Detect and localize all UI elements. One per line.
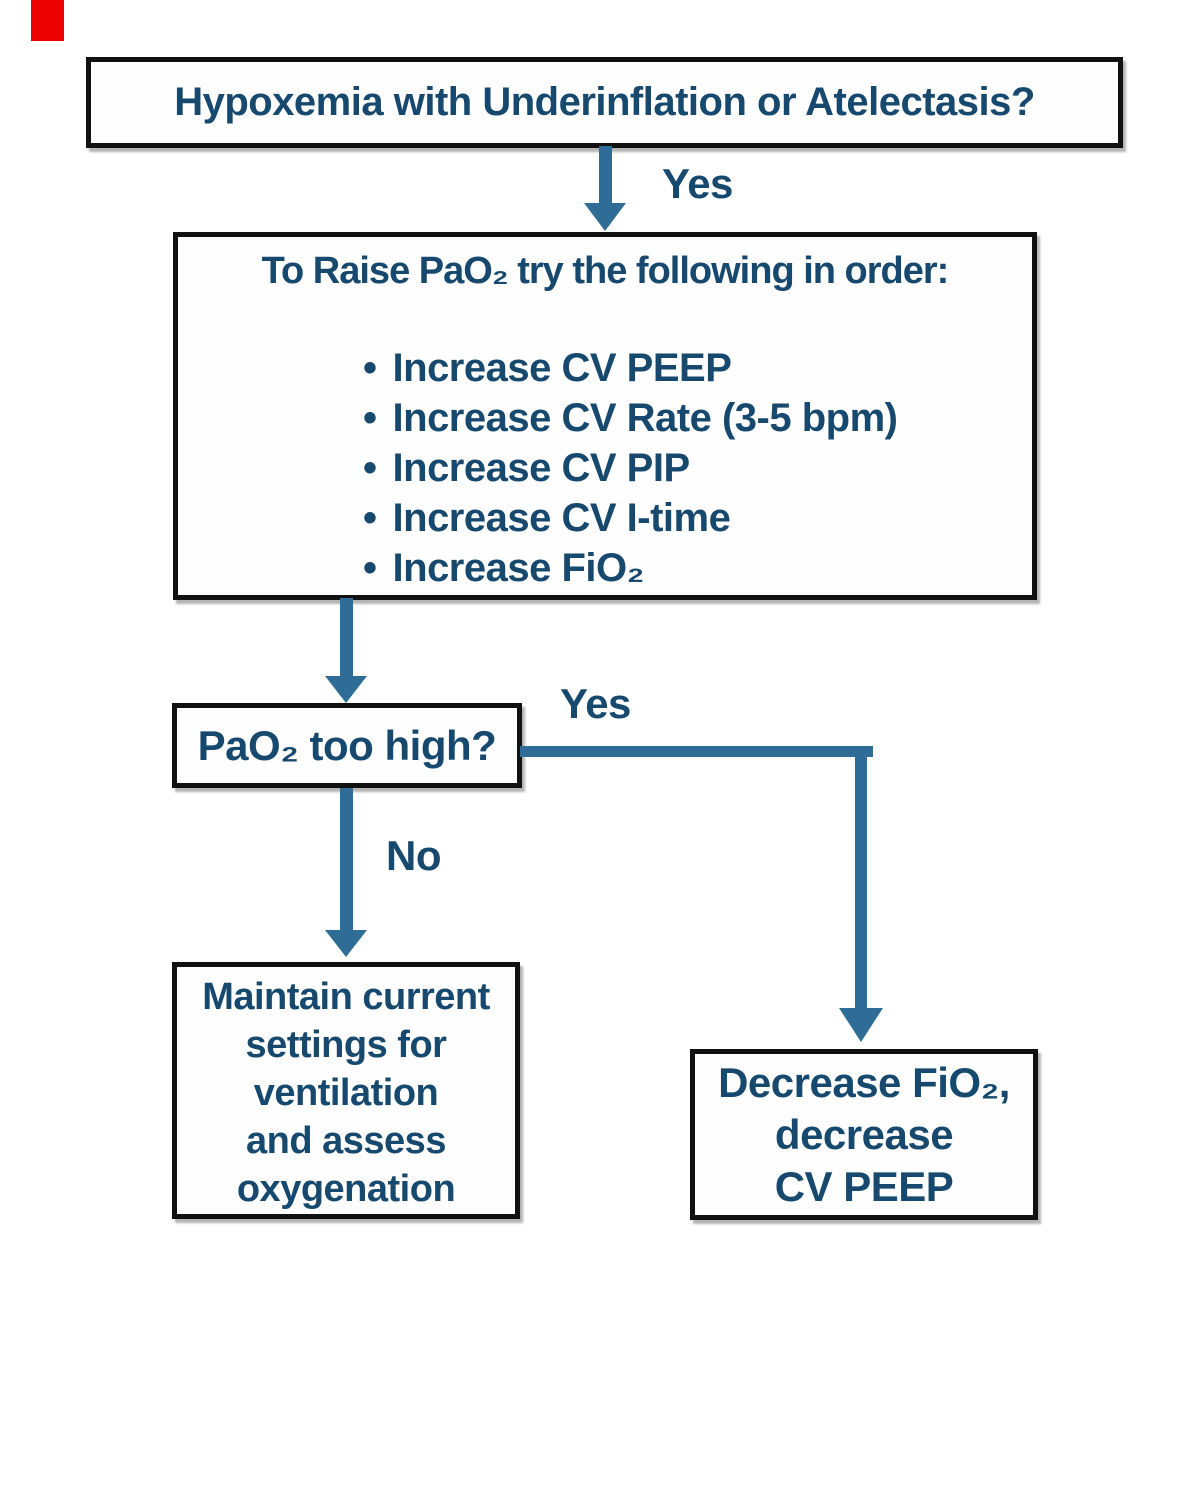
node-text-line: decrease	[774, 1111, 954, 1158]
bullet-icon: •	[363, 396, 377, 440]
node-text-line: ventilation	[253, 1072, 439, 1114]
raise-steps-list: • Increase CV PEEP • Increase CV Rate (3-5 …	[178, 343, 1032, 593]
raise-step-item: • Increase FiO₂	[363, 543, 1032, 593]
decrease-node: Decrease FiO₂, decrease CV PEEP	[690, 1049, 1038, 1220]
decision-node: PaO₂ too high?	[172, 703, 522, 788]
edge-no-head-icon	[325, 930, 367, 957]
raise-step-item: • Increase CV I-time	[363, 493, 1032, 543]
arrow-start-head-icon	[584, 203, 626, 231]
edge-yes-head-icon	[839, 1008, 883, 1042]
raise-steps-heading: To Raise PaO₂ try the following in order…	[261, 250, 950, 292]
raise-step-label: Increase CV PIP	[392, 446, 691, 490]
bullet-icon: •	[363, 546, 377, 590]
edge-yes-label: Yes	[560, 680, 631, 727]
raise-steps-node: To Raise PaO₂ try the following in order…	[173, 232, 1037, 600]
node-text-line: Maintain current	[202, 976, 490, 1018]
raise-step-label: Increase CV PEEP	[392, 346, 732, 390]
raise-step-label: Increase CV I-time	[392, 496, 731, 540]
edge-start-yes-label: Yes	[662, 160, 733, 207]
raise-step-item: • Increase CV PEEP	[363, 343, 1032, 393]
bullet-icon: •	[363, 346, 377, 390]
red-marker	[31, 0, 64, 41]
edge-no-label: No	[386, 832, 442, 879]
edge-yes-horizontal-line	[520, 746, 873, 757]
bullet-icon: •	[363, 496, 377, 540]
edge-no-shaft	[340, 788, 353, 932]
node-text-line: settings for	[245, 1024, 447, 1066]
arrow-to-decision-head-icon	[325, 676, 367, 703]
arrow-start-shaft	[599, 146, 612, 206]
node-text-line: oxygenation	[236, 1168, 456, 1210]
arrow-to-decision-shaft	[340, 598, 353, 678]
decision-question: PaO₂ too high?	[197, 721, 497, 769]
raise-step-item: • Increase CV Rate (3-5 bpm)	[363, 393, 1032, 443]
raise-step-item: • Increase CV PIP	[363, 443, 1032, 493]
start-node-title: Hypoxemia with Underinflation or Atelect…	[174, 80, 1035, 124]
start-node: Hypoxemia with Underinflation or Atelect…	[86, 57, 1123, 148]
raise-step-label: Increase FiO₂	[392, 546, 645, 590]
raise-step-label: Increase CV Rate (3-5 bpm)	[392, 396, 898, 440]
node-text-line: CV PEEP	[774, 1163, 954, 1210]
node-text-line: and assess	[246, 1120, 446, 1162]
node-text-line: Decrease FiO₂,	[718, 1059, 1010, 1106]
maintain-node: Maintain current settings for ventilation a…	[172, 962, 520, 1219]
bullet-icon: •	[363, 446, 377, 490]
edge-yes-vertical-line	[855, 746, 867, 1010]
